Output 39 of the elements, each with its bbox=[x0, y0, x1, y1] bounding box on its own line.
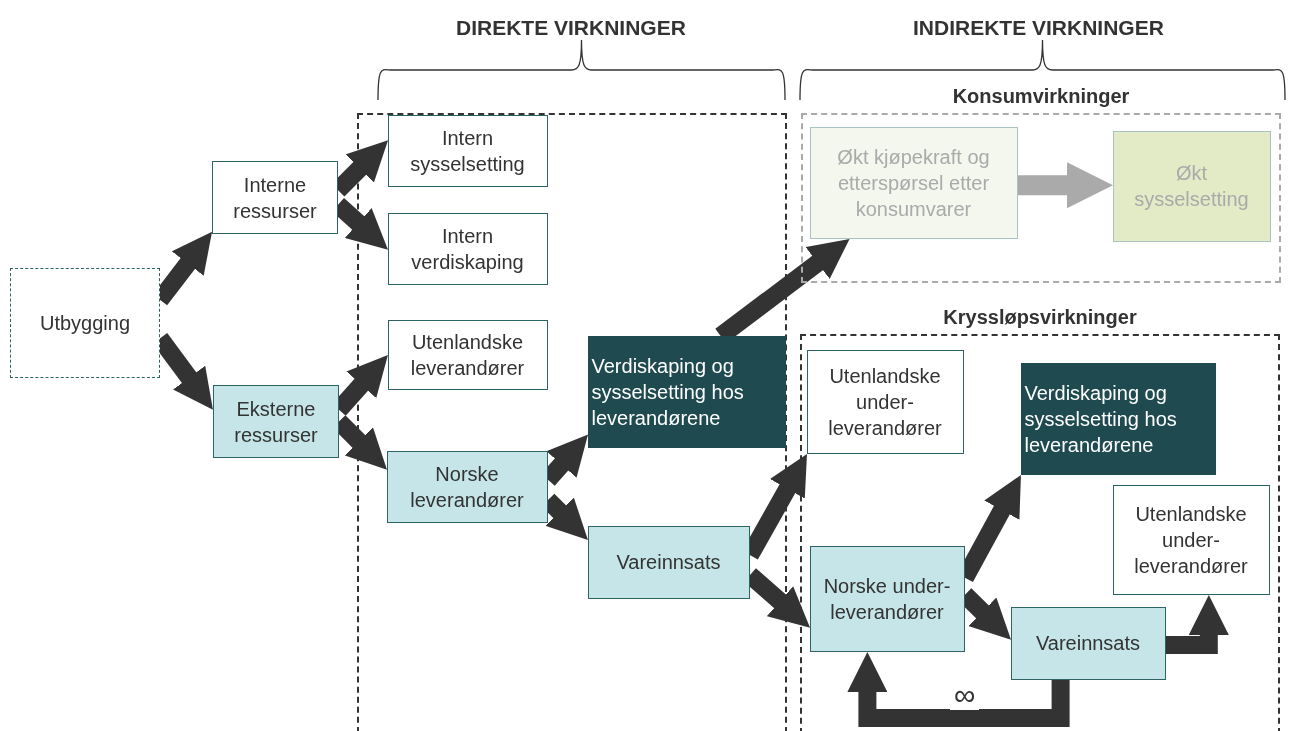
box-text: Utenlandske leverandører bbox=[409, 329, 526, 381]
process-box bbox=[213, 385, 339, 458]
process-box bbox=[387, 212, 548, 285]
box-text: Verdiskaping og sysselsetting hos leverandørene bbox=[590, 353, 745, 431]
process-box bbox=[212, 161, 338, 234]
process-box bbox=[587, 335, 786, 448]
box-text: Norske leverandører bbox=[409, 461, 525, 513]
arrow bbox=[847, 652, 1070, 727]
box-text: Vareinnsats bbox=[1034, 631, 1142, 656]
process-box bbox=[587, 525, 750, 599]
process-box bbox=[806, 349, 964, 454]
box-text: Økt sysselsetting bbox=[1133, 161, 1250, 212]
process-box bbox=[809, 545, 965, 652]
process-box bbox=[387, 319, 548, 390]
box-text: Intern verdiskaping bbox=[410, 223, 525, 275]
group-heading: Konsumvirkninger bbox=[951, 85, 1131, 108]
group-heading: Kryssløpsvirkninger bbox=[942, 306, 1138, 329]
section-heading: DIREKTE VIRKNINGER bbox=[456, 16, 686, 40]
box-text: Verdiskaping og sysselsetting hos leverandørene bbox=[1023, 380, 1178, 458]
box-text: Interne ressurser bbox=[232, 172, 318, 224]
box-text: Eksterne ressurser bbox=[233, 396, 319, 448]
box-text: Utenlandske under- leverandører bbox=[827, 363, 943, 441]
process-box bbox=[1112, 130, 1271, 242]
arrow bbox=[1017, 162, 1113, 209]
process-box bbox=[1020, 362, 1216, 475]
section-heading: INDIREKTE VIRKNINGER bbox=[913, 16, 1164, 40]
box-text: Økt kjøpekraft og etterspørsel etter konsumvarer bbox=[836, 144, 991, 222]
box-text: Utenlandske under- leverandører bbox=[1133, 501, 1249, 579]
process-box bbox=[1112, 484, 1270, 595]
process-box bbox=[1010, 606, 1166, 680]
box-text: Norske under- leverandører bbox=[822, 573, 952, 625]
group-frame bbox=[357, 113, 787, 731]
box-text: Vareinnsats bbox=[615, 550, 722, 575]
process-box bbox=[386, 450, 548, 523]
process-box bbox=[387, 114, 548, 187]
box-text: Utbygging bbox=[38, 311, 132, 336]
start-box bbox=[10, 268, 160, 378]
process-box bbox=[809, 126, 1018, 239]
box-text: Intern sysselsetting bbox=[409, 125, 526, 177]
